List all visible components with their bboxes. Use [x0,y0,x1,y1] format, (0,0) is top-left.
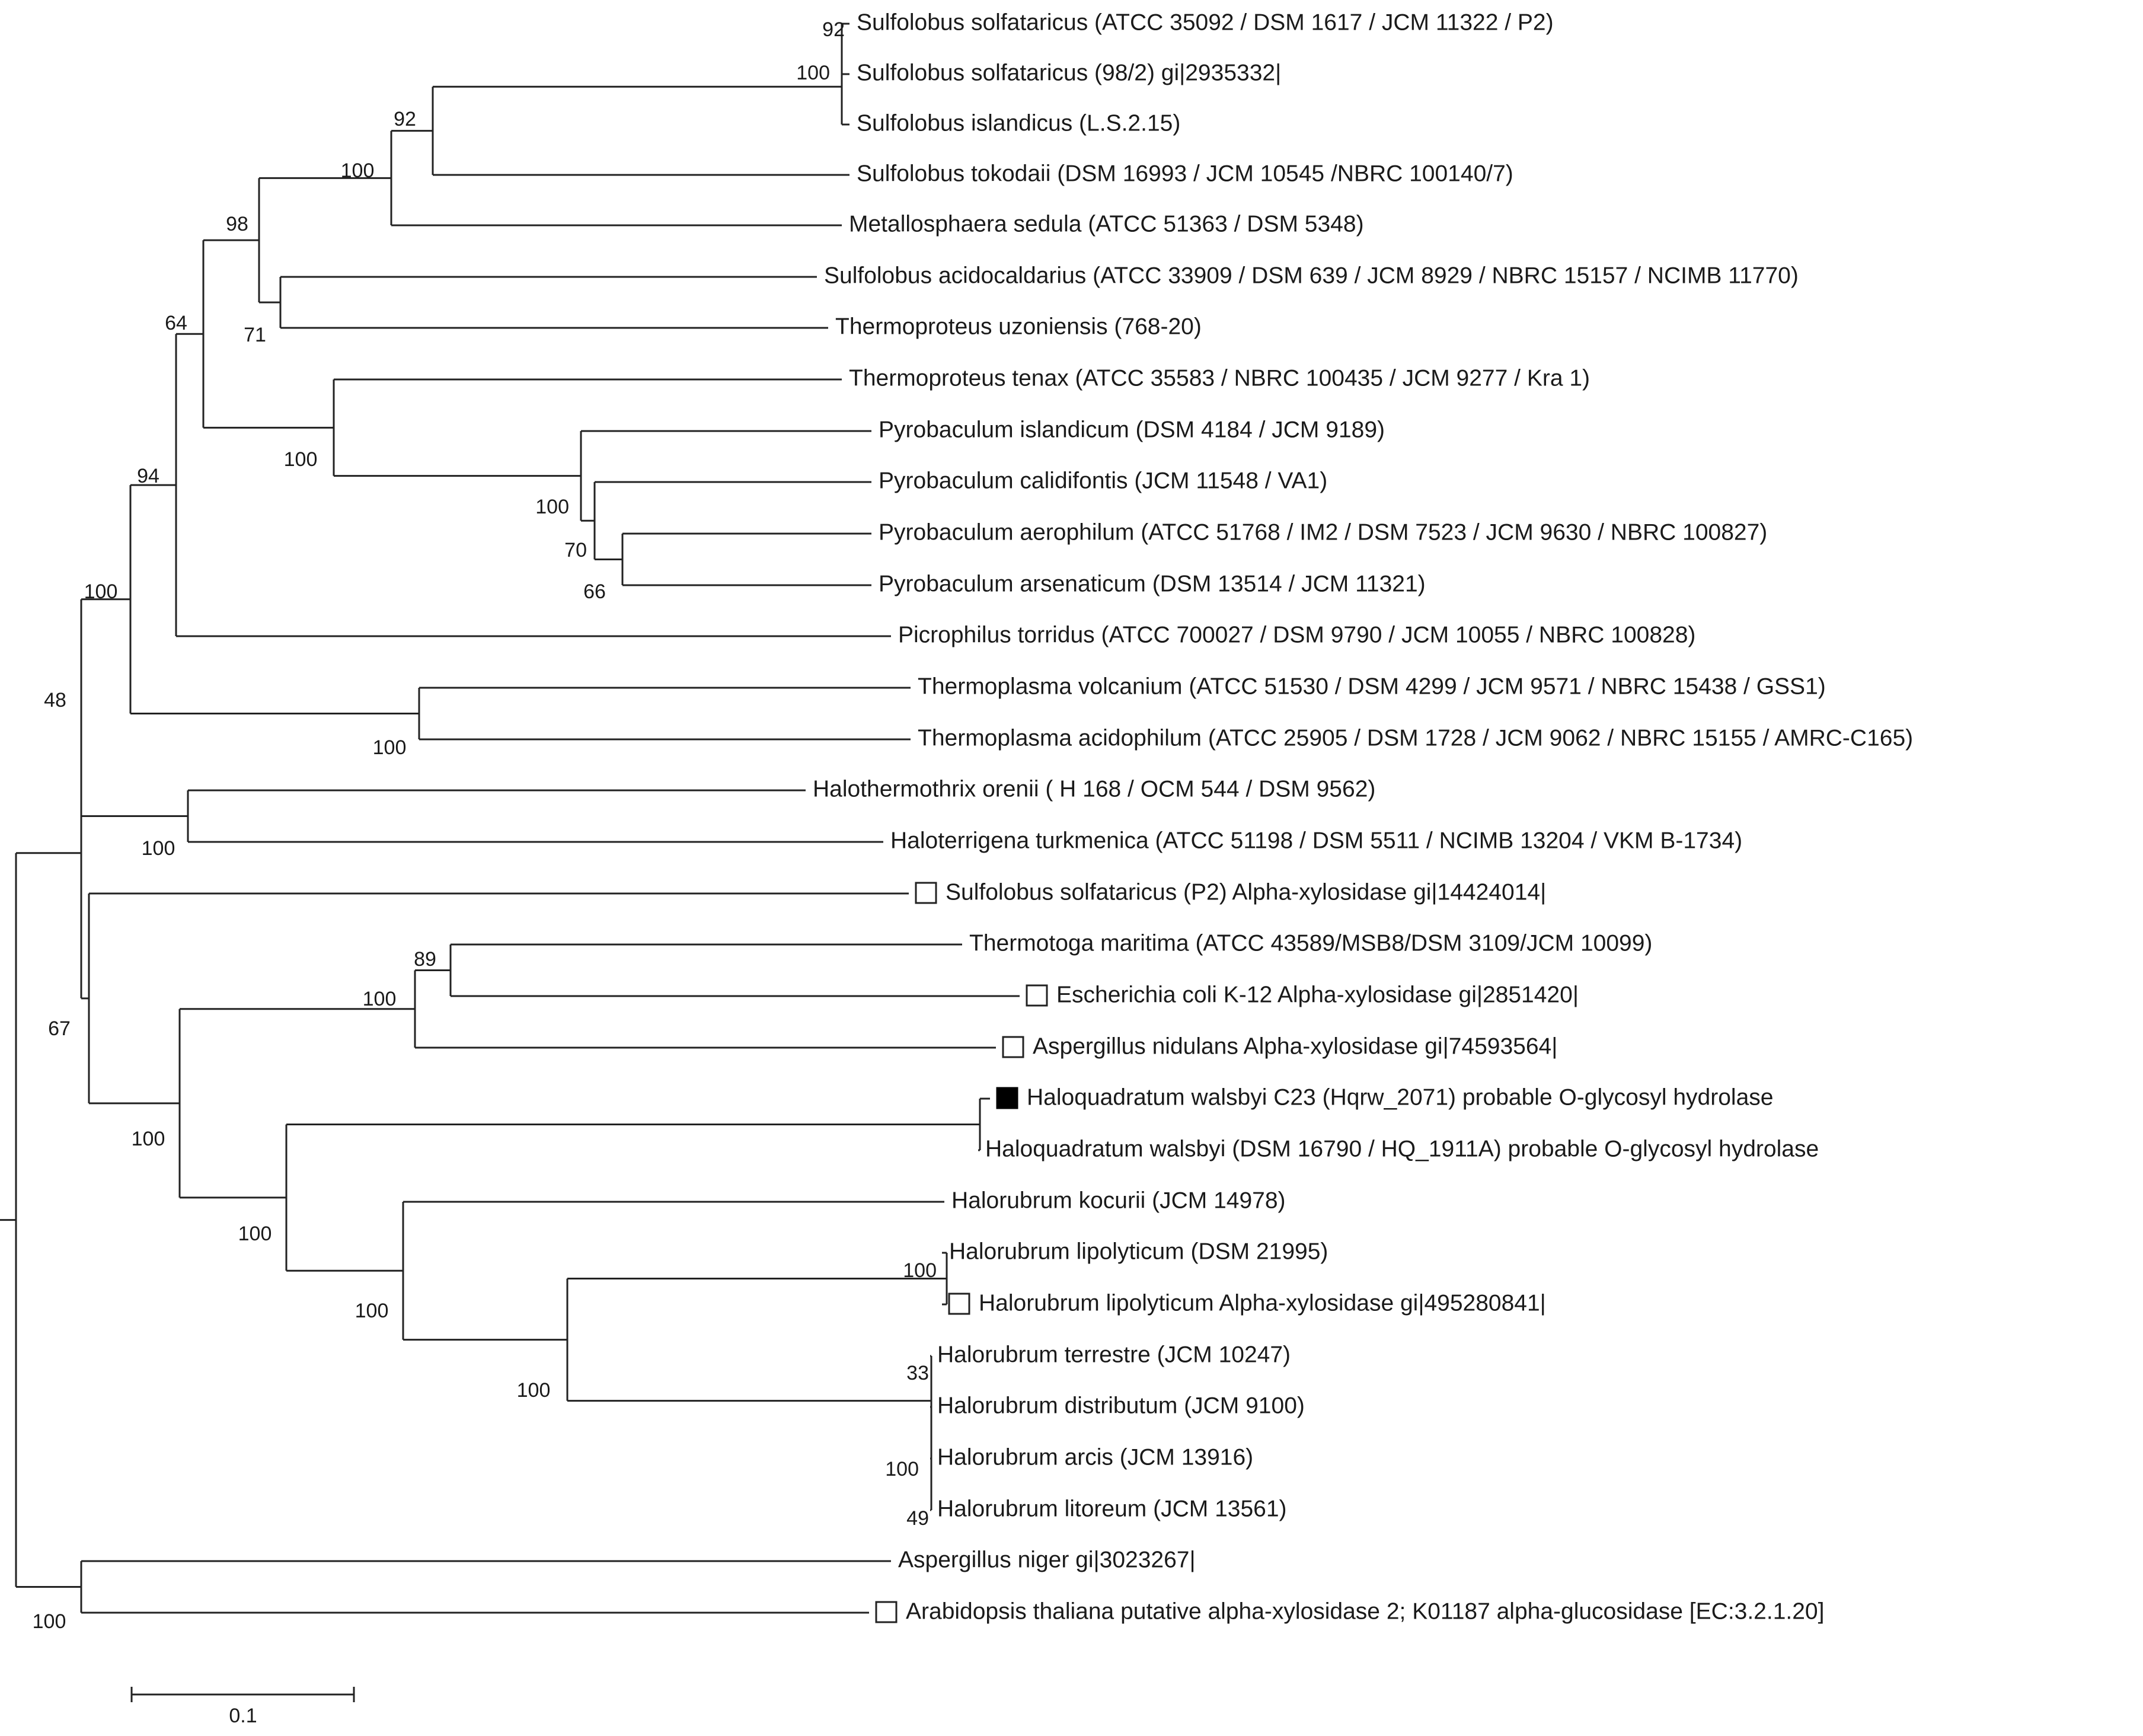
taxon-label: Pyrobaculum aerophilum (ATCC 51768 / IM2… [879,519,1767,545]
open-square-marker [1026,984,1048,1007]
bootstrap-value: 70 [564,539,587,561]
bootstrap-value: 100 [885,1458,919,1480]
taxon-label: Halorubrum arcis (JCM 13916) [937,1444,1253,1470]
open-square-marker [875,1601,898,1623]
bootstrap-value: 100 [33,1610,66,1633]
bootstrap-value: 71 [244,324,266,346]
taxon-label: Escherichia coli K-12 Alpha-xylosidase g… [1056,982,1579,1007]
bootstrap-value: 100 [363,988,397,1010]
bootstrap-value: 89 [414,948,436,971]
taxon-label: Halorubrum distributum (JCM 9100) [937,1393,1305,1418]
taxon-label: Thermoproteus tenax (ATCC 35583 / NBRC 1… [849,365,1590,391]
taxon-label: Picrophilus torridus (ATCC 700027 / DSM … [898,622,1695,647]
taxon-label: Thermotoga maritima (ATCC 43589/MSB8/DSM… [969,930,1652,956]
taxon-label: Aspergillus nidulans Alpha-xylosidase gi… [1033,1033,1557,1059]
taxon-labels: Sulfolobus solfataricus (ATCC 35092 / DS… [813,9,1913,1624]
taxon-label: Aspergillus niger gi|3023267| [898,1547,1196,1572]
bootstrap-value: 100 [238,1223,272,1245]
bootstrap-value: 92 [394,108,416,130]
bootstrap-value: 100 [373,736,407,759]
bootstrap-values: 92 100 92 100 98 71 64 100 100 70 66 94 100 100 48 100 8… [33,18,937,1633]
bootstrap-value: 33 [906,1362,929,1384]
taxon-label: Halorubrum lipolyticum Alpha-xylosidase … [979,1290,1546,1316]
taxon-label: Halorubrum kocurii (JCM 14978) [951,1188,1286,1213]
bootstrap-value: 100 [355,1300,389,1322]
taxon-label: Arabidopsis thaliana putative alpha-xylo… [906,1598,1824,1624]
taxon-label: Pyrobaculum islandicum (DSM 4184 / JCM 9… [879,417,1385,442]
taxon-label: Haloterrigena turkmenica (ATCC 51198 / D… [890,828,1742,853]
bootstrap-value: 100 [341,159,375,182]
bootstrap-value: 48 [44,689,66,711]
taxon-label: Halorubrum litoreum (JCM 13561) [937,1496,1287,1521]
bootstrap-value: 100 [132,1128,165,1150]
taxon-label: Halorubrum terrestre (JCM 10247) [937,1342,1291,1367]
scale-bar-line [130,1687,355,1702]
taxon-label: Metallosphaera sedula (ATCC 51363 / DSM … [849,211,1364,237]
taxon-label: Haloquadratum walsbyi (DSM 16790 / HQ_19… [985,1136,1819,1161]
taxon-label: Pyrobaculum arsenaticum (DSM 13514 / JCM… [879,571,1426,596]
open-square-marker [915,882,937,904]
taxon-label: Sulfolobus acidocaldarius (ATCC 33909 / … [824,263,1799,288]
bootstrap-value: 100 [517,1379,551,1402]
bootstrap-value: 94 [137,465,159,487]
taxon-label: Sulfolobus solfataricus (P2) Alpha-xylos… [946,879,1546,905]
taxon-label: Sulfolobus solfataricus (98/2) gi|293533… [857,60,1281,85]
scale-bar: 0.1 [130,1687,355,1727]
taxon-label: Halothermothrix orenii ( H 168 / OCM 544… [813,776,1375,802]
taxon-label: Thermoproteus uzoniensis (768-20) [835,314,1202,339]
bootstrap-value: 49 [906,1507,929,1530]
taxon-label: Thermoplasma acidophilum (ATCC 25905 / D… [918,725,1913,751]
taxon-label: Halorubrum lipolyticum (DSM 21995) [949,1239,1328,1264]
bootstrap-value: 100 [796,62,830,84]
filled-square-marker [996,1087,1018,1109]
taxon-label: Pyrobaculum calidifontis (JCM 11548 / VA… [879,468,1327,493]
bootstrap-value: 100 [284,448,318,471]
scale-bar-label: 0.1 [229,1705,257,1727]
open-square-marker [1002,1036,1024,1058]
taxon-label: Sulfolobus tokodaii (DSM 16993 / JCM 105… [857,161,1513,186]
tree-branches [0,23,1020,1614]
bootstrap-value: 98 [226,213,248,235]
open-square-marker [948,1293,970,1315]
taxon-label: Sulfolobus islandicus (L.S.2.15) [857,110,1180,136]
bootstrap-value: 64 [165,312,187,334]
bootstrap-value: 100 [535,496,569,518]
bootstrap-value: 67 [48,1017,71,1040]
bootstrap-value: 100 [903,1259,937,1282]
bootstrap-value: 100 [142,837,175,860]
taxon-label: Sulfolobus solfataricus (ATCC 35092 / DS… [857,9,1554,35]
bootstrap-value: 100 [84,580,118,603]
bootstrap-value: 92 [822,18,845,41]
taxon-label: Haloquadratum walsbyi C23 (Hqrw_2071) pr… [1027,1084,1773,1110]
bootstrap-value: 66 [583,580,606,603]
taxon-label: Thermoplasma volcanium (ATCC 51530 / DSM… [918,674,1826,699]
